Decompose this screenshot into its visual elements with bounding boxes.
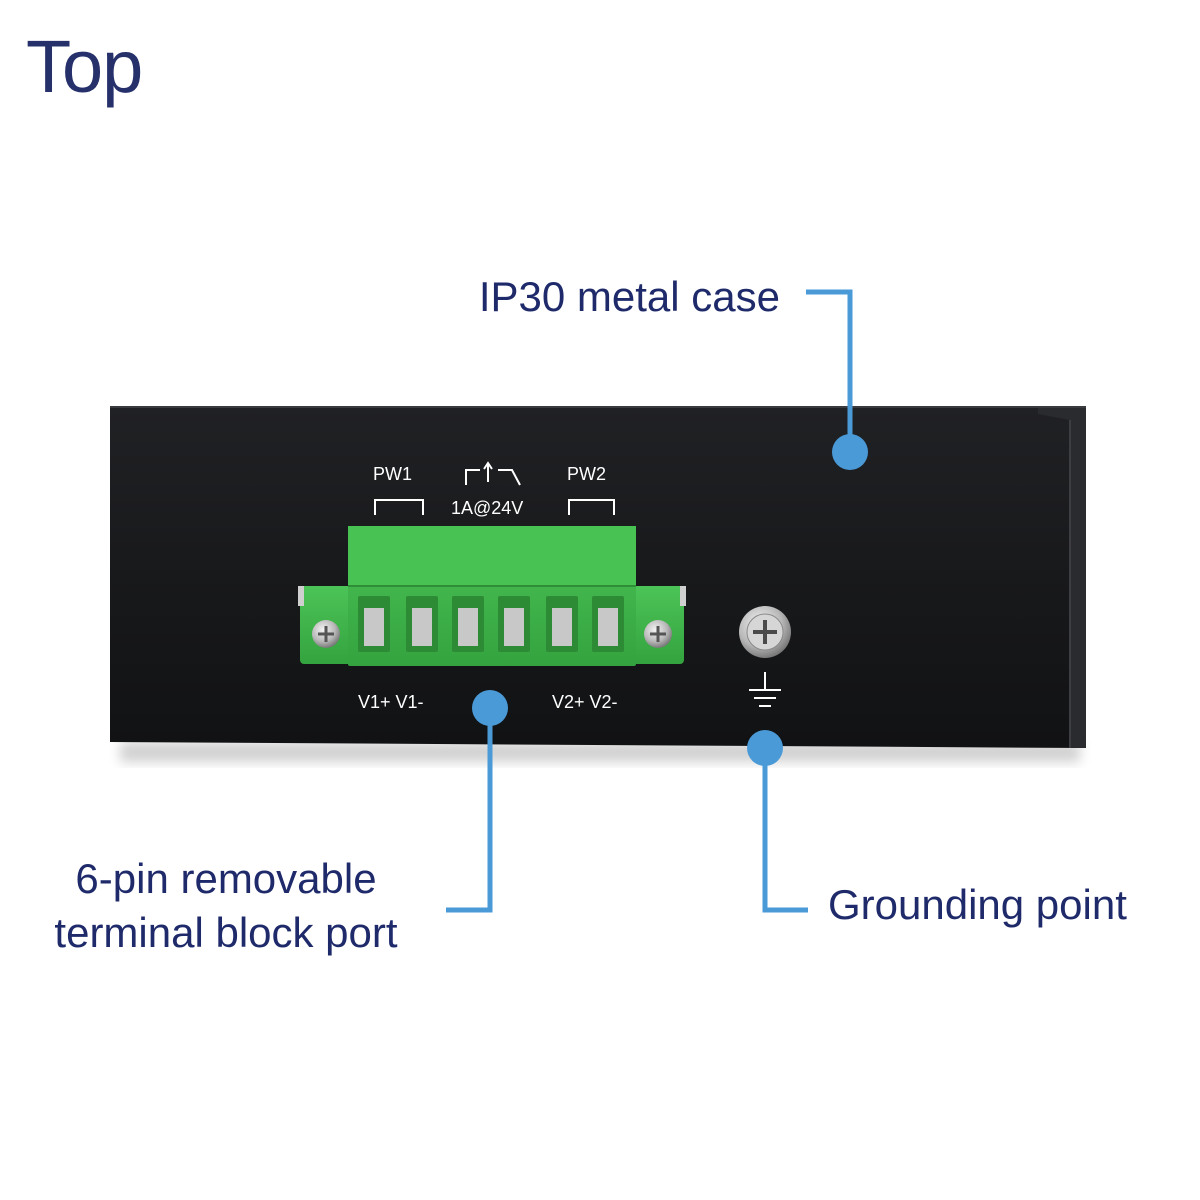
leader-case [806,289,868,470]
callout-terminal-line2: terminal block port [54,909,398,956]
pw2-label: PW2 [567,464,606,484]
pw1-label: PW1 [373,464,412,484]
screw-icon [312,620,340,648]
callout-terminal-block: 6-pin removable terminal block port [0,852,452,960]
relay-icon [465,461,521,486]
terminal-block [298,526,686,666]
v2-label: V2+ V2- [552,692,618,712]
leader-ground [747,730,808,913]
ground-icon [749,672,781,707]
screw-icon [644,620,672,648]
page-title: Top [26,25,143,108]
leader-terminal [446,690,508,913]
grounding-screw [739,606,791,658]
callout-grounding-point: Grounding point [828,881,1127,928]
callout-metal-case: IP30 metal case [478,273,780,320]
v1-label: V1+ V1- [358,692,424,712]
terminal-pins [358,596,624,652]
relay-label: 1A@24V [451,498,523,518]
callout-terminal-line1: 6-pin removable [75,855,377,902]
